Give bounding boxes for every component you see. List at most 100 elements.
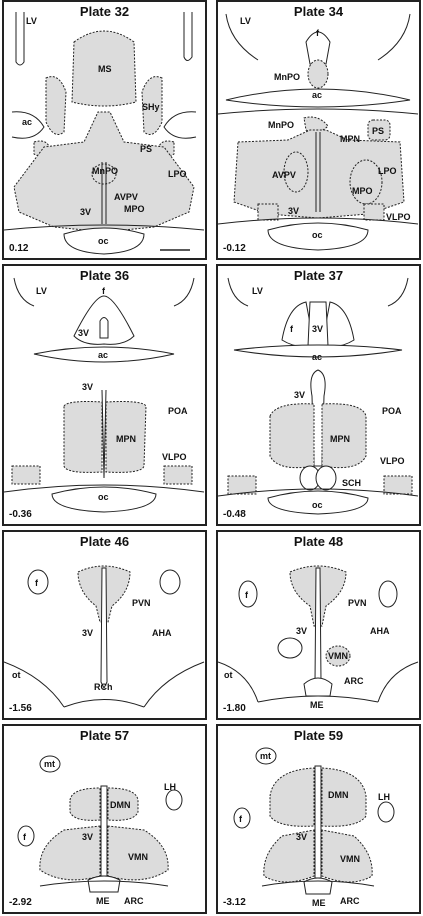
label-f: f bbox=[290, 324, 294, 334]
fornix bbox=[233, 807, 251, 829]
base-line bbox=[4, 484, 205, 493]
label-ac: ac bbox=[312, 90, 322, 100]
bregma-coordinate: -3.12 bbox=[223, 897, 246, 908]
label-oc: oc bbox=[98, 236, 109, 246]
lateral-ventricle-left bbox=[15, 12, 25, 66]
base-line bbox=[218, 488, 419, 497]
lateral-ventricle-right bbox=[183, 12, 193, 61]
label-ac: ac bbox=[22, 117, 32, 127]
label-arc: ARC bbox=[344, 676, 364, 686]
lateral-ventricle-right bbox=[387, 277, 409, 307]
sch-right bbox=[315, 465, 337, 491]
plate-title: Plate 34 bbox=[293, 4, 344, 19]
fornix bbox=[17, 825, 35, 847]
lateral-ventricle-right bbox=[377, 13, 411, 61]
bregma-coordinate: 0.12 bbox=[9, 243, 29, 254]
label-lpo: LPO bbox=[168, 169, 187, 179]
plate-57: mt DMN LH f 3V VMN ME ARC Plate 57 -2.92 bbox=[2, 724, 207, 914]
bregma-coordinate: -1.56 bbox=[9, 703, 32, 714]
label-lv: LV bbox=[252, 286, 263, 296]
plate-title: Plate 36 bbox=[79, 268, 130, 283]
lateral-ventricle-right bbox=[173, 277, 195, 307]
plate-46: f PVN 3V AHA ot RCh Plate 46 -1.56 bbox=[2, 530, 207, 720]
plate-36-diagram: LV f 3V ac 3V POA MPN VLPO oc bbox=[4, 277, 205, 513]
vlpo-region-left bbox=[11, 465, 41, 485]
label-ps: PS bbox=[372, 126, 384, 136]
optic-chiasm bbox=[63, 227, 145, 255]
label-aha: AHA bbox=[152, 628, 172, 638]
label-shy: SHy bbox=[142, 102, 160, 112]
plate-57-diagram: mt DMN LH f 3V VMN ME ARC bbox=[17, 755, 183, 906]
dorsal-structure-left bbox=[277, 637, 303, 659]
label-lh: LH bbox=[164, 782, 176, 792]
plate-59-diagram: mt DMN LH f 3V VMN ME ARC bbox=[233, 747, 395, 908]
label-mnpo-top: MnPO bbox=[274, 72, 300, 82]
ac-right bbox=[163, 111, 197, 139]
mpn-region-right bbox=[321, 403, 367, 469]
plate-title: Plate 37 bbox=[293, 268, 344, 283]
label-poa: POA bbox=[382, 406, 402, 416]
label-lv: LV bbox=[26, 16, 37, 26]
label-ac: ac bbox=[98, 350, 108, 360]
plate-title: Plate 32 bbox=[79, 4, 130, 19]
plate-59: mt DMN LH f 3V VMN ME ARC Plate 59 -3.12 bbox=[216, 724, 421, 914]
lateral-ventricle-left bbox=[225, 13, 259, 61]
lh-structure bbox=[377, 801, 395, 823]
label-poa: POA bbox=[168, 406, 188, 416]
label-vmn: VMN bbox=[128, 852, 148, 862]
label-ot: ot bbox=[12, 670, 21, 680]
label-oc: oc bbox=[312, 500, 323, 510]
label-mt: mt bbox=[260, 751, 271, 761]
label-ms: MS bbox=[98, 64, 112, 74]
plate-title: Plate 48 bbox=[293, 534, 344, 549]
label-mpn: MPN bbox=[330, 434, 350, 444]
label-me: ME bbox=[312, 898, 326, 908]
label-mpn: MPN bbox=[340, 134, 360, 144]
label-vmn: VMN bbox=[340, 854, 360, 864]
label-3v: 3V bbox=[80, 207, 91, 217]
bregma-coordinate: -0.48 bbox=[223, 509, 246, 520]
label-3v-dorsal: 3V bbox=[312, 324, 323, 334]
base-line bbox=[39, 880, 169, 887]
fornix-right bbox=[378, 580, 398, 608]
label-me: ME bbox=[96, 896, 110, 906]
label-avpv: AVPV bbox=[114, 192, 138, 202]
basal-outline bbox=[218, 661, 419, 703]
label-3v: 3V bbox=[288, 206, 299, 216]
mpn-region-left bbox=[269, 403, 315, 469]
basal-outline bbox=[4, 661, 205, 708]
dmn-region-left bbox=[69, 787, 101, 821]
label-dmn: DMN bbox=[110, 800, 131, 810]
lateral-ventricle-left bbox=[13, 277, 35, 307]
label-ps: PS bbox=[140, 144, 152, 154]
optic-chiasm bbox=[267, 222, 369, 251]
label-3v: 3V bbox=[82, 382, 93, 392]
vlpo-region-right bbox=[163, 465, 193, 485]
label-dmn: DMN bbox=[328, 790, 349, 800]
mpn-region-left bbox=[63, 401, 103, 473]
label-3v: 3V bbox=[294, 390, 305, 400]
label-mpo: MPO bbox=[352, 186, 373, 196]
shy-region-left bbox=[45, 76, 67, 135]
label-f: f bbox=[316, 28, 320, 38]
bregma-coordinate: -0.12 bbox=[223, 243, 246, 254]
shy-region-right bbox=[141, 76, 163, 135]
base-line bbox=[257, 695, 379, 703]
label-vlpo: VLPO bbox=[162, 452, 187, 462]
label-lh: LH bbox=[378, 792, 390, 802]
plate-32-diagram: LV MS SHy ac PS MnPO LPO AVPV 3V MPO oc bbox=[4, 12, 205, 255]
vmn-region-right bbox=[321, 829, 373, 883]
label-avpv: AVPV bbox=[272, 170, 296, 180]
label-mpn: MPN bbox=[116, 434, 136, 444]
fornix bbox=[305, 31, 331, 65]
label-3v: 3V bbox=[82, 628, 93, 638]
plate-title: Plate 46 bbox=[79, 534, 130, 549]
vmn-region-left bbox=[39, 825, 101, 881]
label-lpo: LPO bbox=[378, 166, 397, 176]
label-pvn: PVN bbox=[132, 598, 151, 608]
anterior-commissure bbox=[233, 344, 403, 358]
label-mt: mt bbox=[44, 759, 55, 769]
mammillothalamic-tract bbox=[255, 747, 277, 765]
label-mnpo: MnPO bbox=[268, 120, 294, 130]
label-pvn: PVN bbox=[348, 598, 367, 608]
